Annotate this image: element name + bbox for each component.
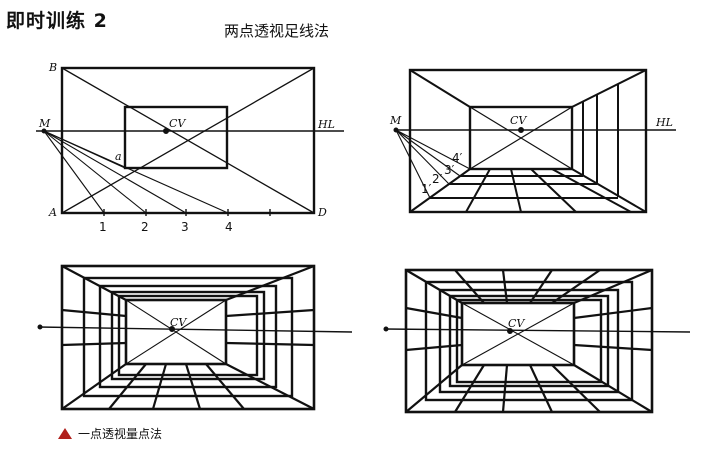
panel-4-diagram bbox=[383, 268, 691, 414]
label-b: B bbox=[48, 61, 57, 74]
panel-1-diagram bbox=[36, 66, 344, 216]
label-hl2: HL bbox=[655, 116, 673, 129]
triangle-marker-icon bbox=[58, 428, 72, 439]
label-m2: M bbox=[389, 114, 402, 127]
panel-2-diagram bbox=[393, 68, 676, 214]
label-d: D bbox=[317, 206, 327, 219]
label-hl: HL bbox=[317, 118, 335, 131]
label-n3: 3 bbox=[181, 220, 189, 234]
label-a: A bbox=[48, 206, 57, 219]
label-cv2: CV bbox=[510, 114, 527, 127]
label-p2: 2′ bbox=[432, 172, 443, 186]
label-a-small: a bbox=[115, 150, 122, 163]
label-n4: 4 bbox=[225, 220, 233, 234]
label-cv: CV bbox=[169, 117, 186, 130]
page-title: 即时训练 2 bbox=[6, 10, 108, 32]
diagram-subtitle: 两点透视足线法 bbox=[224, 22, 330, 40]
label-cv4: CV bbox=[508, 317, 525, 330]
label-p3: 3′ bbox=[444, 163, 455, 177]
label-n1: 1 bbox=[99, 220, 107, 234]
panel-3-diagram bbox=[37, 264, 353, 411]
caption-text: 一点透视量点法 bbox=[78, 427, 163, 441]
label-p1: 1′ bbox=[421, 182, 432, 196]
label-m: M bbox=[38, 117, 51, 130]
caption: 一点透视量点法 bbox=[58, 425, 162, 442]
label-n2: 2 bbox=[141, 220, 149, 234]
label-p4: 4′ bbox=[452, 151, 463, 165]
label-cv3: CV bbox=[170, 316, 187, 329]
